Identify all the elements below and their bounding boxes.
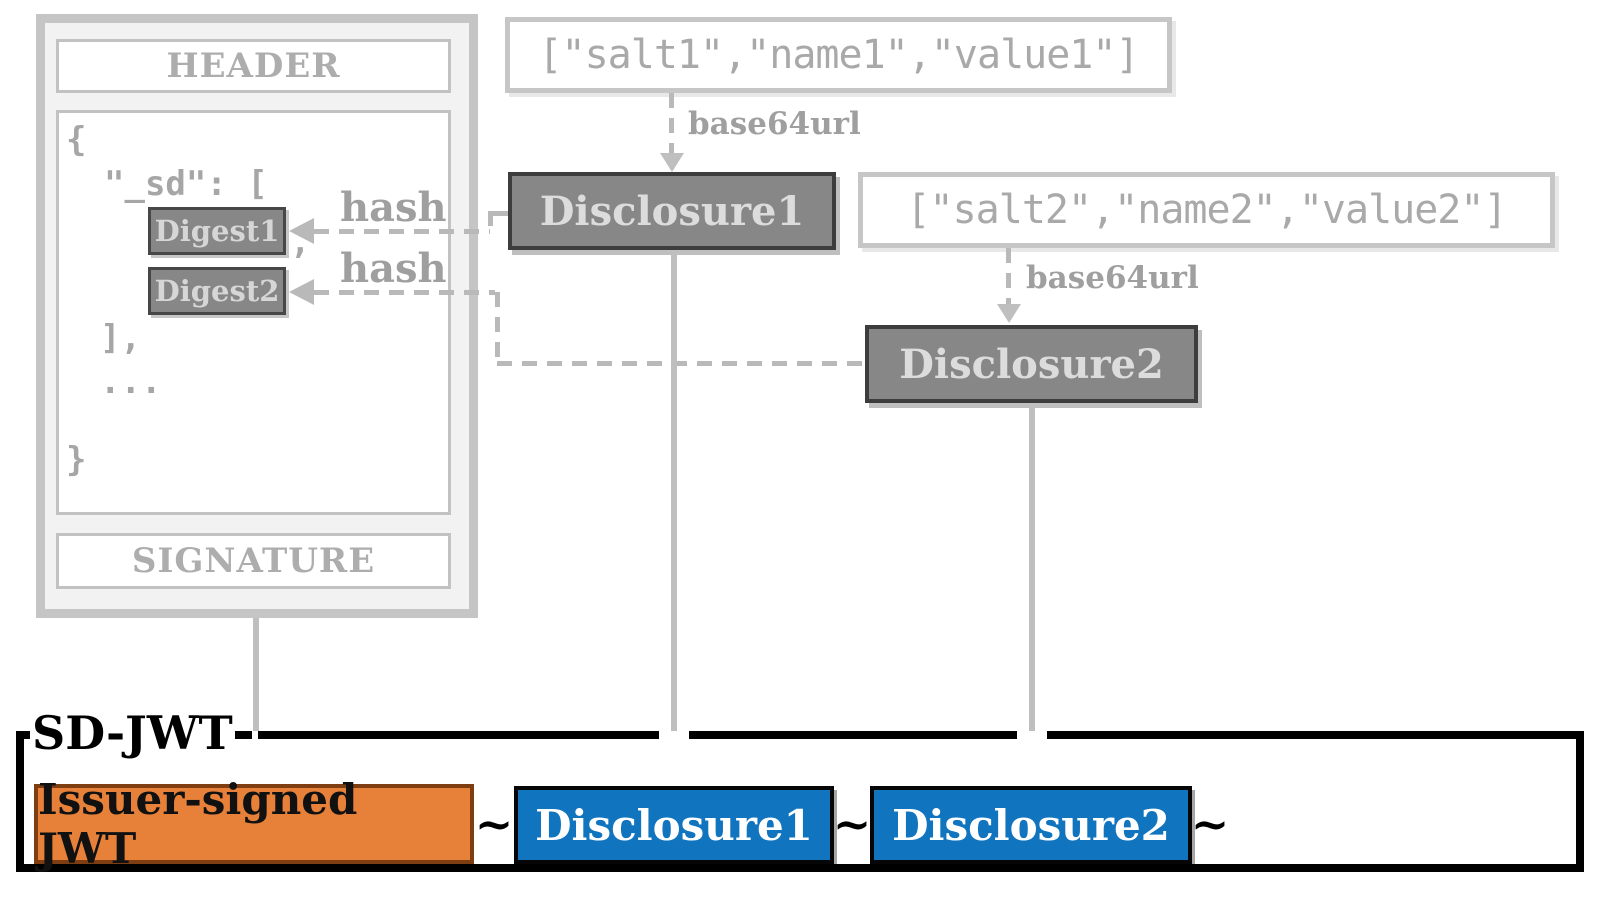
jwt-header-label: HEADER xyxy=(166,46,341,86)
hash1-stub-line xyxy=(490,211,508,216)
payload-sd-key: "_sd": [ xyxy=(104,164,268,204)
base64url1-arrowhead-icon xyxy=(660,153,684,172)
base64url2-dashed-line xyxy=(1006,248,1011,306)
sdjwt-top-border-segment xyxy=(689,731,1017,739)
jwt-header-box: HEADER xyxy=(56,39,451,93)
base64url1-dashed-line xyxy=(669,93,674,155)
salt2-array-text: ["salt2","name2","value2"] xyxy=(906,187,1507,233)
payload-ellipsis: ... xyxy=(100,362,162,402)
salt1-array-box: ["salt1","name1","value1"] xyxy=(505,17,1172,93)
jwt-to-issuer-arrow-line xyxy=(253,618,259,760)
disclosure2-gray-box: Disclosure2 xyxy=(865,325,1198,403)
digest1-label: Digest1 xyxy=(154,214,280,248)
disclosure2-gray-label: Disclosure2 xyxy=(899,340,1164,388)
hash2-dashed-line-bottom xyxy=(497,361,865,366)
hash2-label: hash xyxy=(340,245,447,292)
sdjwt-label-dash xyxy=(232,731,252,739)
disclosure1-down-arrow-line xyxy=(671,250,677,760)
hash1-dashed-line xyxy=(314,229,490,234)
hash1-arrowhead-icon xyxy=(289,218,314,244)
disclosure1-blue-label: Disclosure1 xyxy=(535,800,813,850)
sdjwt-top-border-segment xyxy=(16,731,32,739)
payload-close-brace: } xyxy=(66,440,87,480)
payload-array-close: ], xyxy=(100,318,141,358)
disclosure1-blue-box: Disclosure1 xyxy=(514,786,834,864)
tilde-separator-1: ~ xyxy=(474,797,514,851)
digest1-box: Digest1 xyxy=(148,207,286,255)
issuer-signed-jwt-label: Issuer-signed JWT xyxy=(38,775,358,873)
digest2-label: Digest2 xyxy=(154,274,280,308)
hash2-dashed-line-top xyxy=(314,290,495,295)
sdjwt-label: SD-JWT xyxy=(30,706,235,760)
salt1-array-text: ["salt1","name1","value1"] xyxy=(538,32,1139,78)
sdjwt-top-border-segment xyxy=(1047,731,1584,739)
disclosure1-gray-box: Disclosure1 xyxy=(508,172,836,250)
hash2-arrowhead-icon xyxy=(289,279,314,305)
tilde-separator-2: ~ xyxy=(832,797,872,851)
base64url2-arrowhead-icon xyxy=(997,304,1021,323)
hash1-label: hash xyxy=(340,184,447,231)
base64url2-label: base64url xyxy=(1026,260,1199,296)
sdjwt-top-border-segment xyxy=(258,731,659,739)
payload-open-brace: { xyxy=(66,120,87,160)
disclosure2-down-arrow-line xyxy=(1029,403,1035,760)
tilde-separator-3: ~ xyxy=(1190,797,1230,851)
issuer-signed-jwt-box: Issuer-signed JWT xyxy=(34,775,474,873)
disclosure1-gray-label: Disclosure1 xyxy=(539,187,805,235)
hash1-elbow-line xyxy=(488,211,493,233)
jwt-signature-label: SIGNATURE xyxy=(131,541,376,581)
base64url1-label: base64url xyxy=(688,106,861,142)
disclosure2-blue-box: Disclosure2 xyxy=(870,786,1192,864)
salt2-array-box: ["salt2","name2","value2"] xyxy=(858,172,1555,248)
disclosure2-blue-label: Disclosure2 xyxy=(892,800,1170,850)
jwt-signature-box: SIGNATURE xyxy=(56,533,451,589)
hash2-elbow-line xyxy=(495,292,500,363)
digest2-box: Digest2 xyxy=(148,267,286,315)
